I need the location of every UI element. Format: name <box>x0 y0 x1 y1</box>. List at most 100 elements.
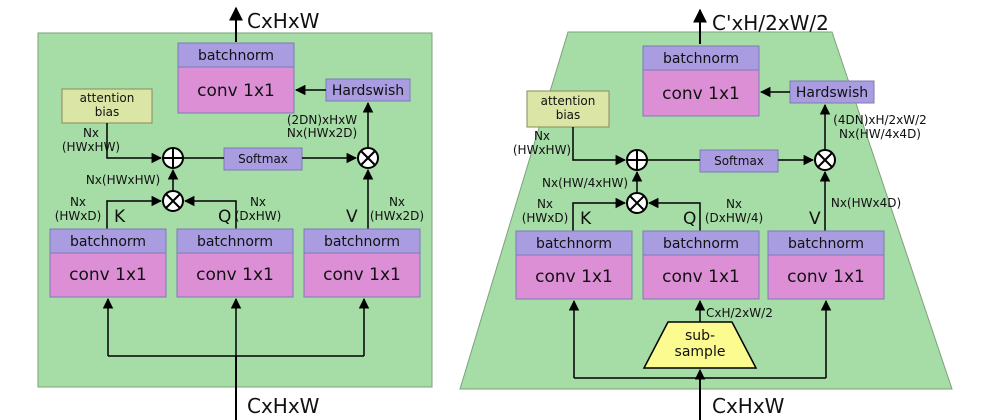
text-line: Nx <box>83 126 99 140</box>
text-line: (HWxHW) <box>513 143 571 157</box>
left-v-letter: V <box>346 207 358 227</box>
left-bias-dim-label: Nx(HWxHW) <box>62 126 120 154</box>
right-q-to-multiply-arrow <box>647 197 701 231</box>
left-q-to-multiply-arrow <box>183 195 237 229</box>
left-softmax-label: Softmax <box>238 152 288 166</box>
text-line: (DxHW) <box>235 209 282 223</box>
right-qk-multiply-operator <box>626 192 648 214</box>
left-k-letter: K <box>114 207 126 227</box>
right-top-batchnorm-label: batchnorm <box>663 51 739 67</box>
left-q-block: batchnorm conv 1x1 <box>176 228 294 298</box>
left-output-label: CxHxW <box>247 9 320 33</box>
right-bias-to-add-arrow <box>572 127 627 166</box>
text-line: Nx <box>534 129 550 143</box>
right-q-conv-label: conv 1x1 <box>662 267 740 287</box>
text-line: (HWxD) <box>522 211 569 225</box>
text-line: Nx(HW/4xHW) <box>542 176 628 190</box>
text-line: sub- <box>685 328 715 344</box>
text-line: (DxHW/4) <box>705 211 763 225</box>
right-k-dim-label: Nx(HWxD) <box>522 197 569 225</box>
right-bias-dim-label: Nx(HWxHW) <box>513 129 571 157</box>
right-v-multiply-operator <box>814 149 836 171</box>
text-line: attention <box>541 94 596 108</box>
right-v-dim-label: Nx(HWx4D) <box>831 196 901 210</box>
left-v-multiply-operator <box>357 147 379 169</box>
right-v-block: batchnorm conv 1x1 <box>767 230 885 300</box>
left-v-block: batchnorm conv 1x1 <box>303 228 421 298</box>
right-softmax-box <box>699 149 779 173</box>
text-line: bias <box>556 108 581 122</box>
text-line: Nx(HWxHW) <box>86 173 160 187</box>
right-k-batchnorm-label: batchnorm <box>536 236 612 252</box>
right-subsample-dim-label: CxH/2xW/2 <box>706 306 773 320</box>
text-line: (HWxHW) <box>62 140 120 154</box>
right-q-letter: Q <box>683 209 696 229</box>
text-line: (HWxD) <box>55 209 102 223</box>
right-v-letter: V <box>809 209 821 229</box>
left-softmax-box <box>223 147 303 171</box>
right-top-conv-label: conv 1x1 <box>662 84 740 104</box>
left-v-batchnorm-label: batchnorm <box>324 234 400 250</box>
right-k-letter: K <box>580 209 592 229</box>
text-line: Nx(HWx4D) <box>831 196 901 210</box>
right-q-dim-label: Nx(DxHW/4) <box>705 197 763 225</box>
text-line: Nx <box>537 197 553 211</box>
text-line: sample <box>675 344 726 360</box>
right-subsample-box <box>642 321 758 369</box>
right-hardswish-label: Hardswish <box>796 85 868 101</box>
right-input-label: CxHxW <box>712 394 785 418</box>
text-line: attention <box>80 91 135 105</box>
left-k-dim-label: Nx(HWxD) <box>55 195 102 223</box>
right-softmax-label: Softmax <box>714 154 764 168</box>
right-add-operator <box>626 149 648 171</box>
right-qk-dim-label: Nx(HW/4xHW) <box>542 176 628 190</box>
left-q-conv-label: conv 1x1 <box>196 265 274 285</box>
left-top-conv <box>177 66 295 114</box>
text-line: Nx(HWx2D) <box>287 126 357 140</box>
text-line: Nx <box>726 197 742 211</box>
right-v-conv-label: conv 1x1 <box>787 267 865 287</box>
left-top-conv-label: conv 1x1 <box>197 81 275 101</box>
left-input-label: CxHxW <box>247 394 320 418</box>
left-v-dim-label: Nx(HWx2D) <box>370 195 424 223</box>
right-attention-bias-box <box>526 90 610 128</box>
text-line: Nx(HW/4x4D) <box>839 127 921 141</box>
text-line: bias <box>95 105 120 119</box>
left-q-letter: Q <box>218 207 231 227</box>
text-line: (4DN)xH/2xW/2 <box>833 113 927 127</box>
left-top-block: batchnorm conv 1x1 <box>177 42 295 114</box>
left-attention-bias-box <box>61 88 153 124</box>
left-add-operator <box>162 147 184 169</box>
left-hardswish-label: Hardswish <box>332 83 404 99</box>
left-top-batchnorm-label: batchnorm <box>198 48 274 64</box>
left-k-to-multiply-arrow <box>106 195 163 229</box>
right-subsample-label: sub-sample <box>675 328 726 360</box>
text-line: (HWx2D) <box>370 209 424 223</box>
right-k-conv-label: conv 1x1 <box>535 267 613 287</box>
left-qk-dim-label: Nx(HWxHW) <box>86 173 160 187</box>
text-line: Nx <box>389 195 405 209</box>
left-q-batchnorm-label: batchnorm <box>197 234 273 250</box>
left-qk-multiply-operator <box>162 190 184 212</box>
right-q-block: batchnorm conv 1x1 <box>642 230 760 300</box>
right-k-to-multiply-arrow <box>572 197 627 231</box>
left-bias-to-add-arrow <box>106 123 163 164</box>
left-k-block: batchnorm conv 1x1 <box>49 228 167 298</box>
right-k-block: batchnorm conv 1x1 <box>515 230 633 300</box>
text-line: Nx <box>70 195 86 209</box>
left-k-batchnorm-label: batchnorm <box>70 234 146 250</box>
text-line: Nx <box>250 195 266 209</box>
text-line: (2DN)xHxW <box>287 113 357 127</box>
right-top-block: batchnorm conv 1x1 <box>642 45 760 117</box>
right-v-batchnorm-label: batchnorm <box>788 236 864 252</box>
right-output-label: C'xH/2xW/2 <box>712 11 829 35</box>
left-q-dim-label: Nx(DxHW) <box>235 195 282 223</box>
left-top-batchnorm <box>177 42 295 68</box>
